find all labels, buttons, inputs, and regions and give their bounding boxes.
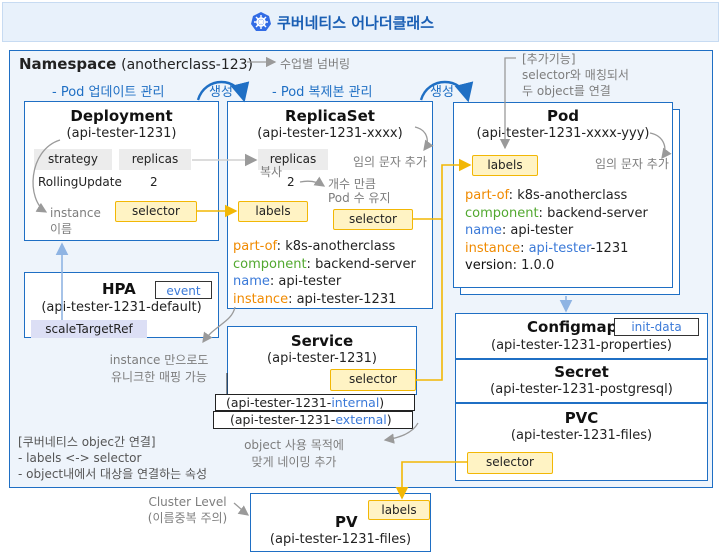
hpa-title: HPA: [102, 280, 136, 298]
pod-labels-list: part-of: k8s-anotherclass component: bac…: [465, 187, 648, 275]
pv-name: (api-tester-1231-files): [269, 532, 412, 547]
keep-count-line-1: 개수 만큼: [328, 177, 376, 191]
keep-count-line-2: Pod 수 유지: [328, 191, 391, 205]
secret-title: Secret: [554, 363, 609, 381]
purpose-line-1: object 사용 목적에: [244, 438, 344, 452]
pv-title: PV: [335, 513, 358, 531]
replicas-chip: replicas: [119, 149, 191, 170]
legend-line-1: - labels <-> selector: [18, 451, 142, 465]
pod-title: Pod: [546, 107, 580, 125]
deployment-selector: selector: [115, 201, 197, 222]
unique-mapping-note: instance 만으로도 유니크한 매핑 가능: [98, 352, 220, 386]
replicaset-selector: selector: [333, 209, 413, 230]
strategy-chip: strategy: [34, 149, 112, 170]
create-label-1: 생성: [209, 85, 233, 100]
replicaset-labels-list: part-of: k8s-anotherclass component: bac…: [233, 238, 416, 308]
pod-label-component: component: backend-server: [465, 205, 648, 221]
cluster-line-2: (이름중복 주의): [147, 511, 228, 525]
pod-label-version: version: 1.0.0: [465, 258, 555, 273]
pod-update-note: - Pod 업데이트 관리: [52, 85, 165, 100]
configmap-tag: init-data: [614, 318, 699, 336]
replicaset-labels: labels: [238, 201, 308, 222]
pod-box: [453, 102, 673, 288]
replicaset-replicas-chip: replicas: [258, 149, 328, 170]
legend-title: [쿠버네티스 objec간 연결]: [18, 435, 156, 449]
secret-name: (api-tester-1231-postgresql): [490, 382, 673, 397]
unique-line-2: 유니크한 매핑 가능: [111, 370, 207, 384]
cluster-line-1: Cluster Level: [148, 495, 227, 509]
pvc-title: PVC: [564, 409, 599, 427]
pvc-name: (api-tester-1231-files): [510, 428, 653, 443]
copy-note: 복사: [260, 165, 283, 179]
pod-replica-note: - Pod 복제본 관리: [272, 85, 373, 100]
rs-label-name: name: api-tester: [233, 274, 342, 289]
scale-target-ref: scaleTargetRef: [31, 320, 147, 338]
pod-label-instance: instance: api-tester-1231: [465, 240, 629, 256]
replicas-value: 2: [150, 175, 158, 189]
namespace-heading: Namespace (anotherclass-123): [19, 55, 253, 73]
pod-labels: labels: [472, 155, 538, 176]
purpose-line-2: 맞게 네이밍 추가: [251, 455, 337, 469]
replicaset-replicas-value: 2: [287, 175, 295, 189]
rs-label-part-of: part-of: k8s-anotherclass: [233, 239, 396, 254]
addon-note: [추가기능] selector와 매칭되서 두 object를 연결: [522, 51, 629, 99]
service-selector: selector: [330, 369, 416, 391]
legend: [쿠버네티스 objec간 연결] - labels <-> selector …: [18, 434, 207, 482]
service-external: (api-tester-1231-external): [213, 411, 413, 429]
rs-label-instance: instance: api-tester-1231: [233, 291, 397, 307]
deployment-name: (api-tester-1231): [66, 126, 177, 141]
configmap-title: Configmap: [527, 318, 618, 336]
header-bar: [2, 2, 719, 42]
page-title: 쿠버네티스 어나더클래스: [277, 14, 435, 32]
hpa-event-tag: event: [155, 281, 212, 299]
legend-line-2: - object내에서 대상을 연결하는 속성: [18, 467, 208, 481]
addon-line-1: [추가기능]: [522, 52, 576, 66]
pod-label-name: name: api-tester: [465, 223, 574, 238]
pvc-selector: selector: [467, 452, 553, 474]
deployment-title: Deployment: [70, 107, 173, 125]
service-internal: (api-tester-1231-internal): [215, 394, 415, 411]
replicaset-name: (api-tester-1231-xxxx): [257, 126, 403, 141]
namespace-note: 수업별 넘버링: [280, 57, 351, 71]
random-str-note-1: 임의 문자 추가: [353, 155, 427, 169]
rs-label-component: component: backend-server: [233, 256, 416, 272]
pv-labels: labels: [368, 500, 430, 520]
pod-label-part-of: part-of: k8s-anotherclass: [465, 188, 628, 203]
hpa-name: (api-tester-1231-default): [41, 300, 202, 315]
unique-line-1: instance 만으로도: [109, 353, 209, 367]
keep-count-note: 개수 만큼 Pod 수 유지: [328, 177, 391, 205]
addon-line-2: selector와 매칭되서: [522, 68, 629, 82]
configmap-name: (api-tester-1231-properties): [491, 338, 672, 353]
naming-purpose-note: object 사용 목적에 맞게 네이밍 추가: [236, 437, 352, 471]
pod-name: (api-tester-1231-xxxx-yyy): [476, 126, 650, 141]
random-str-note-2: 임의 문자 추가: [595, 157, 669, 171]
service-title: Service: [290, 332, 354, 350]
cluster-note-arrow: [233, 502, 250, 516]
instance-name-line-1: instance: [50, 206, 101, 220]
service-name: (api-tester-1231): [267, 351, 377, 366]
namespace-label: Namespace: [19, 55, 117, 73]
addon-line-3: 두 object를 연결: [522, 84, 611, 98]
strategy-value: RollingUpdate: [38, 175, 122, 189]
secret-box: [455, 359, 708, 403]
instance-name-note: instance 이름: [50, 205, 101, 237]
replicaset-title: ReplicaSet: [285, 107, 375, 125]
helm-wheel-icon: [251, 12, 271, 31]
create-label-2: 생성: [430, 85, 454, 100]
namespace-value: (anotherclass-123): [121, 57, 254, 73]
instance-name-line-2: 이름: [50, 222, 73, 236]
cluster-level-note: Cluster Level (이름중복 주의): [140, 494, 235, 526]
